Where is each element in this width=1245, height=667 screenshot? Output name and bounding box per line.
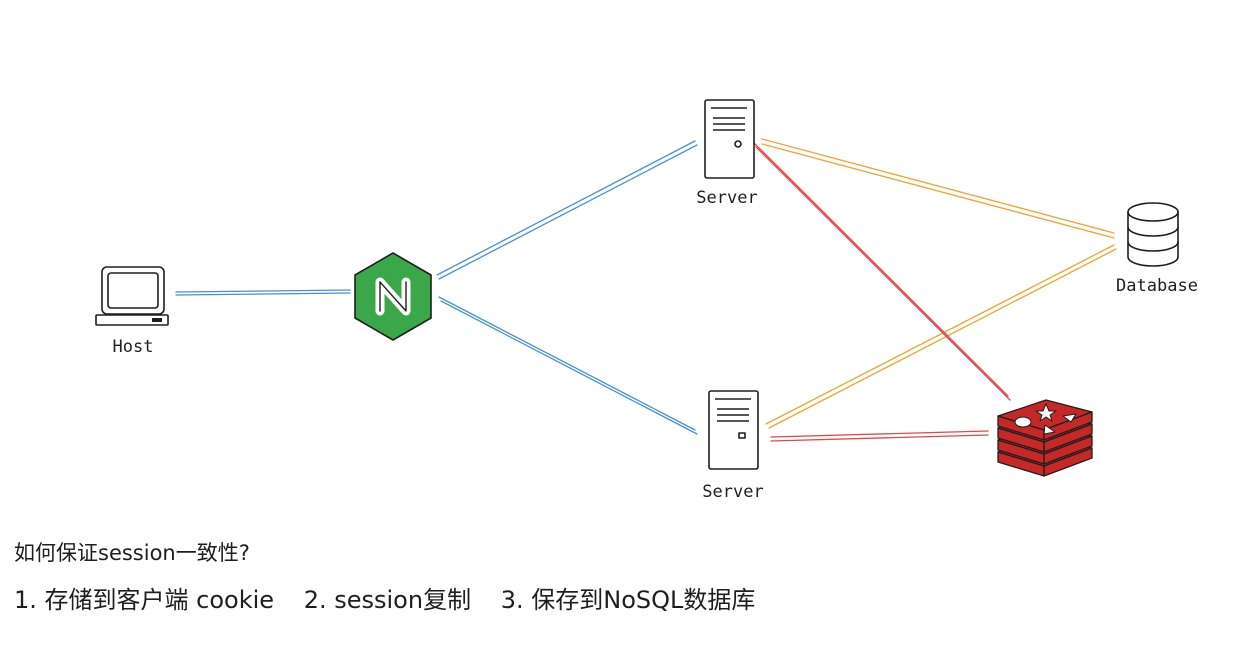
server-tower-icon <box>704 99 755 179</box>
redis-stack-icon <box>997 399 1093 477</box>
server-bottom-label: Server <box>702 482 763 502</box>
link-server-bottom-database <box>765 244 1117 429</box>
server-top-label: Server <box>696 188 757 208</box>
caption-question: 如何保证session一致性? <box>14 541 250 565</box>
answer-session-replication: 2. session复制 <box>303 586 472 614</box>
desktop-computer-icon <box>95 266 169 326</box>
caption-answers: 1. 存储到客户端 cookie 2. session复制 3. 保存到NoSQ… <box>14 580 777 615</box>
link-nginx-server-top <box>436 140 698 280</box>
server-tower-icon <box>708 390 759 470</box>
nginx-hexagon-icon <box>354 252 432 341</box>
database-label: Database <box>1116 276 1198 296</box>
link-server-bottom-redis <box>770 430 989 442</box>
server-top-node: Server <box>696 99 758 208</box>
server-bottom-node: Server <box>702 390 764 502</box>
database-cylinder-icon <box>1127 202 1179 267</box>
nginx-node: N <box>354 252 432 341</box>
redis-node <box>997 399 1093 477</box>
host-label: Host <box>113 337 154 357</box>
database-node: Database <box>1116 202 1198 296</box>
link-nginx-server-bottom <box>438 296 698 435</box>
host-node: Host <box>95 266 169 357</box>
connections <box>175 138 1117 442</box>
link-host-nginx <box>175 289 351 296</box>
link-server-top-redis <box>753 142 1011 401</box>
answer-nosql: 3. 保存到NoSQL数据库 <box>500 586 756 614</box>
answer-cookie: 1. 存储到客户端 cookie <box>14 586 275 614</box>
link-server-top-database <box>761 138 1115 239</box>
